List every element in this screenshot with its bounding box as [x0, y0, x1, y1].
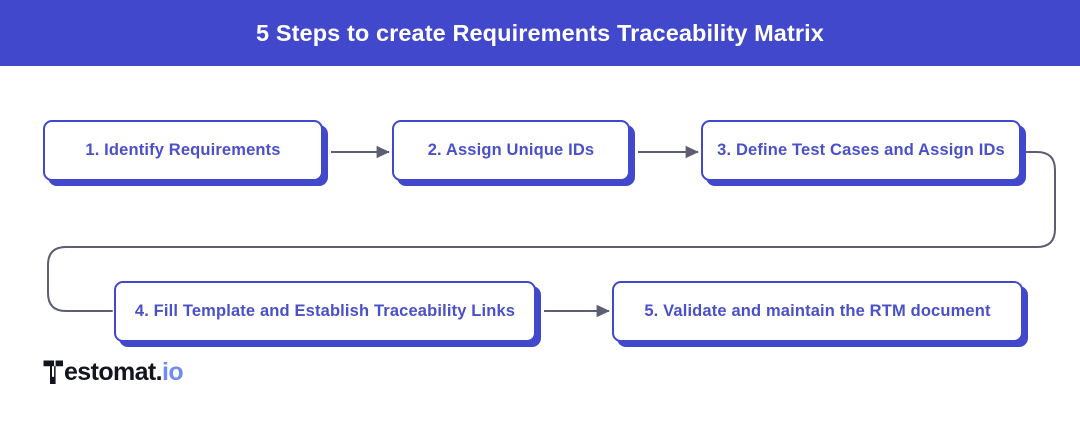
step-4-label: 4. Fill Template and Establish Traceabil… [134, 302, 516, 320]
logo-text-dot: . [155, 357, 163, 386]
header-band [0, 0, 1080, 66]
step-box-3[interactable]: 3. Define Test Cases and Assign IDs [701, 120, 1021, 181]
step-2-label: 2. Assign Unique IDs [427, 141, 595, 159]
step-box-5[interactable]: 5. Validate and maintain the RTM documen… [612, 281, 1023, 342]
step-box-2[interactable]: 2. Assign Unique IDs [392, 120, 630, 181]
step-1-label: 1. Identify Requirements [85, 141, 281, 159]
logo-text-estomat: estomat [64, 357, 156, 386]
step-5-label: 5. Validate and maintain the RTM documen… [644, 302, 991, 320]
testomat-t-icon [43, 360, 63, 384]
page-title: 5 Steps to create Requirements Traceabil… [256, 19, 824, 46]
step-box-4[interactable]: 4. Fill Template and Establish Traceabil… [114, 281, 536, 342]
step-3-label: 3. Define Test Cases and Assign IDs [717, 141, 1005, 159]
testomat-logo[interactable]: estomat . io [43, 357, 184, 387]
step-box-1[interactable]: 1. Identify Requirements [43, 120, 323, 181]
logo-text-io: io [162, 357, 184, 386]
